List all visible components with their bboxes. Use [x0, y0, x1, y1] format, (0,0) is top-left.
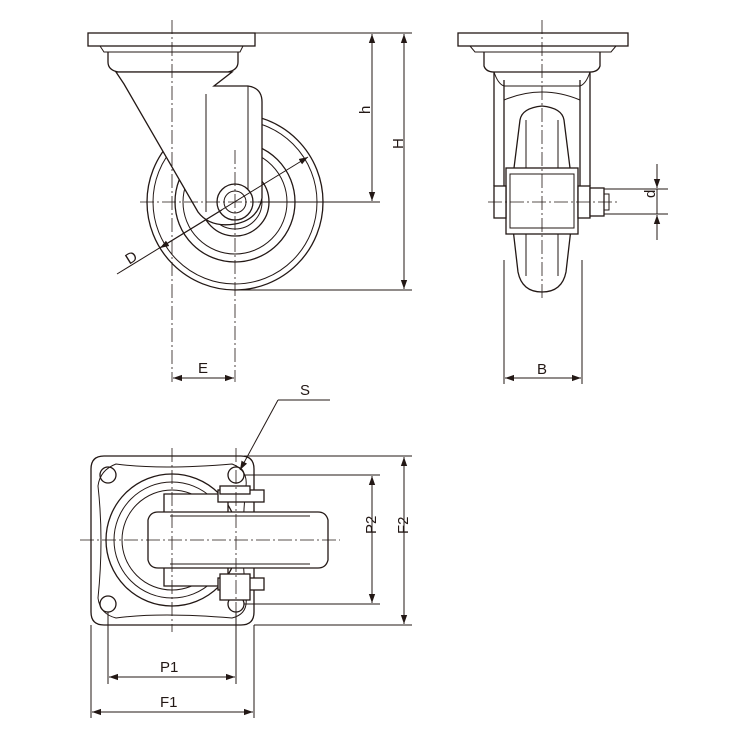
label-d-diameter: D [122, 248, 140, 268]
label-e-offset: E [198, 360, 208, 377]
label-f1-plate: F1 [160, 694, 178, 711]
top-view [80, 399, 412, 718]
label-h-height: h [357, 106, 374, 114]
label-p1-pitch: P1 [160, 659, 178, 676]
side-view [87, 20, 412, 382]
front-view [457, 20, 668, 384]
label-f2-plate: F2 [395, 516, 412, 534]
label-h-total-height: H [390, 138, 407, 149]
label-s-bolt-hole: S [300, 382, 310, 399]
label-d-axle: d [642, 190, 659, 198]
label-p2-pitch: P2 [363, 516, 380, 534]
label-b-width: B [537, 361, 547, 378]
